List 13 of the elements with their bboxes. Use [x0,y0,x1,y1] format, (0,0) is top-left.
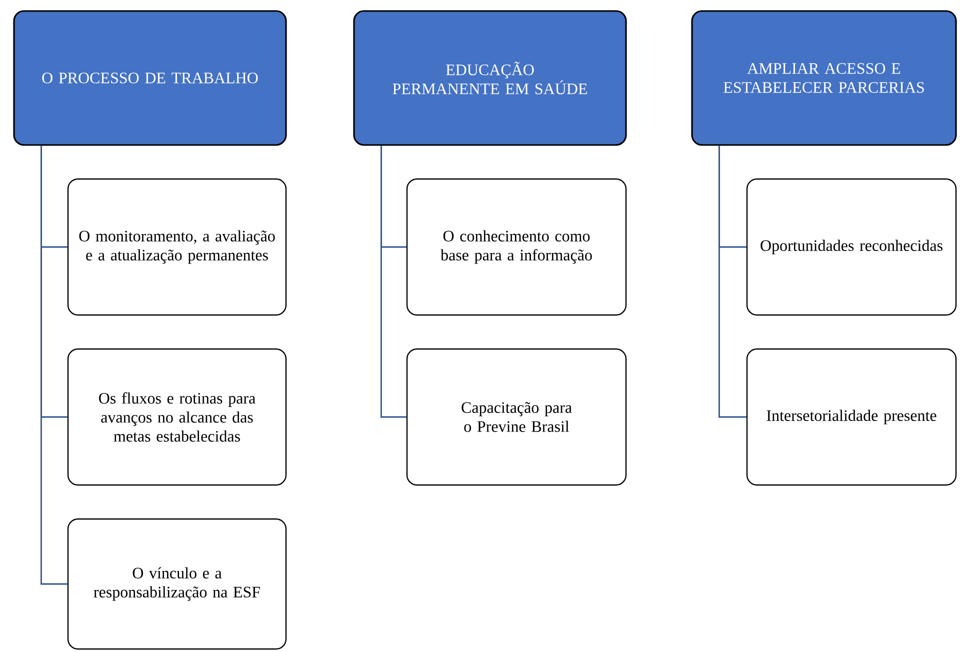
topic-box: O conhecimento como base para a informação [406,178,627,316]
topic-box: Capacitação para o Previne Brasil [406,348,627,486]
connector-line [380,146,406,418]
header-box: O PROCESSO DE TRABALHO [13,10,287,146]
connector-line [40,146,68,585]
connector-line [718,146,746,418]
topic-box: Intersetorialidade presente [746,348,957,486]
header-box: EDUCAÇÃO PERMANENTE EM SAÚDE [353,10,627,146]
topic-box: Oportunidades reconhecidas [746,178,957,316]
topic-box: O monitoramento, a avaliação e a atualização permanentes [67,178,287,316]
topic-box: Os fluxos e rotinas para avanços no alcance das metas estabelecidas [67,348,287,486]
header-box: AMPLIAR ACESSO E ESTABELECER PARCERIAS [691,10,957,146]
topic-box: O vínculo e a responsabilização na ESF [67,518,287,650]
